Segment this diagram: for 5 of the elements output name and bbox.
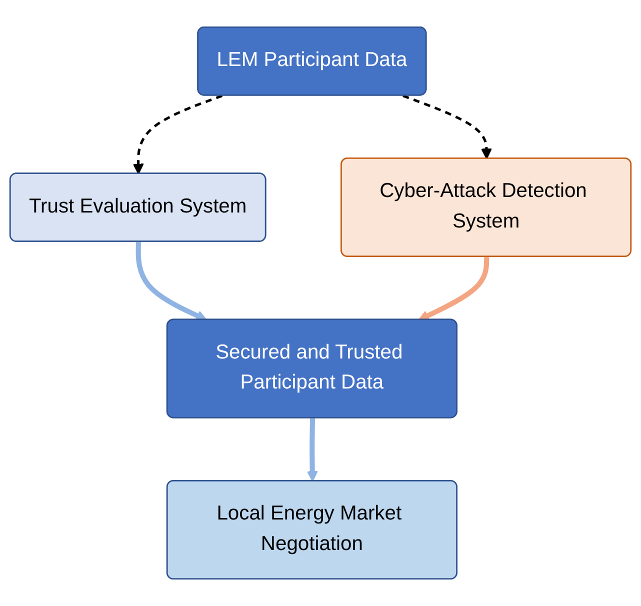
arrow <box>306 418 318 482</box>
arrow <box>132 94 223 174</box>
arrow <box>418 256 490 321</box>
arrow <box>136 242 207 321</box>
arrow <box>402 94 492 160</box>
